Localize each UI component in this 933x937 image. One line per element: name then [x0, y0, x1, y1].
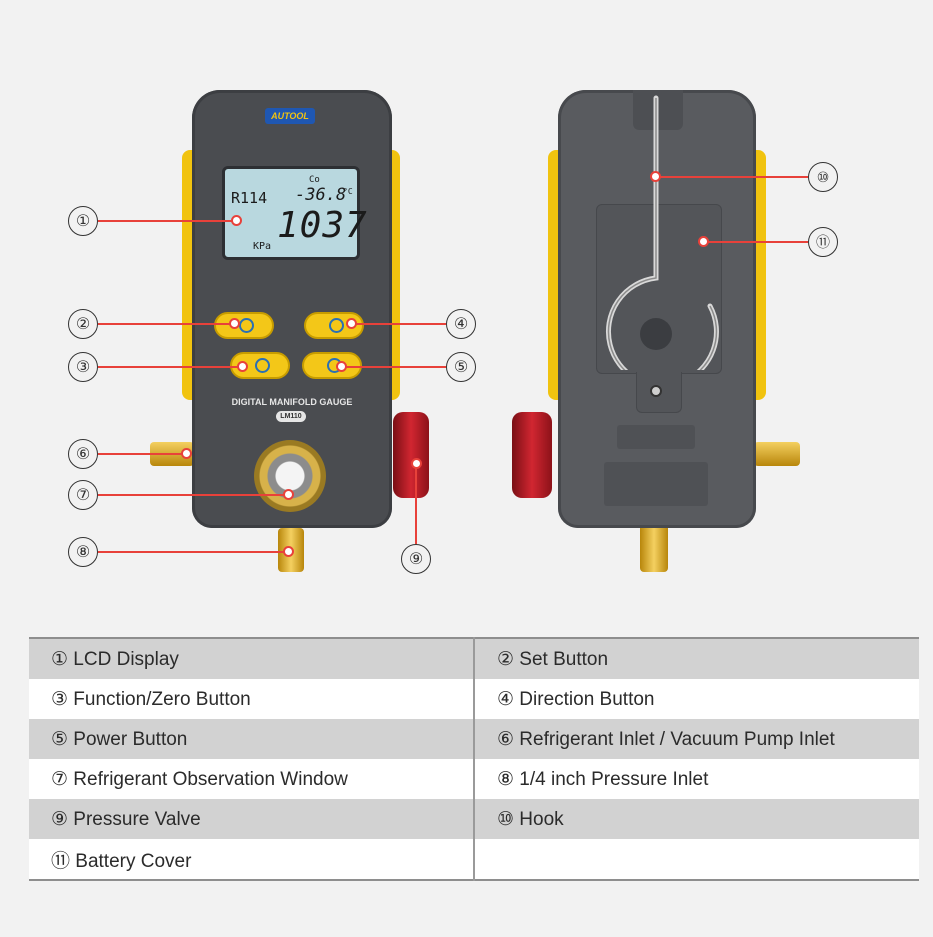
lcd-temp-label: Co — [309, 175, 320, 185]
set-icon — [239, 318, 254, 333]
legend-item: ⑩ Hook — [474, 799, 919, 839]
legend-table: ① LCD Display ② Set Button ③ Function/Ze… — [29, 637, 919, 881]
back-right-fitting — [754, 442, 800, 466]
legend-item: ④ Direction Button — [474, 679, 919, 719]
leader-8 — [98, 551, 288, 553]
callout-8: ⑧ — [68, 537, 98, 567]
leader-10 — [660, 176, 808, 178]
callout-5: ⑤ — [446, 352, 476, 382]
callout-7: ⑦ — [68, 480, 98, 510]
legend-row: ① LCD Display ② Set Button — [29, 638, 919, 679]
legend-item: ① LCD Display — [29, 638, 475, 679]
leader-dot-8 — [283, 546, 294, 557]
leader-4 — [352, 323, 446, 325]
lcd-pressure: 1037 — [277, 205, 368, 246]
leader-1 — [98, 220, 236, 222]
legend-item: ⑪ Battery Cover — [29, 839, 475, 880]
legend-item: ⑨ Pressure Valve — [29, 799, 475, 839]
leader-dot-4 — [346, 318, 357, 329]
battery-cover-screw — [650, 385, 662, 397]
legend-row: ⑪ Battery Cover — [29, 839, 919, 880]
legend-item — [474, 839, 919, 880]
lcd-display: R114 Co -36.8 °C 1037 KPa — [222, 166, 367, 260]
leader-dot-7 — [283, 489, 294, 500]
leader-dot-5 — [336, 361, 347, 372]
callout-9: ⑨ — [401, 544, 431, 574]
lcd-temp-unit: °C — [343, 187, 353, 196]
power-button[interactable] — [302, 352, 362, 379]
hook — [605, 95, 719, 370]
leader-dot-1 — [231, 215, 242, 226]
legend-row: ⑤ Power Button ⑥ Refrigerant Inlet / Vac… — [29, 719, 919, 759]
back-valve-knob[interactable] — [512, 412, 552, 498]
legend-item: ⑥ Refrigerant Inlet / Vacuum Pump Inlet — [474, 719, 919, 759]
set-button[interactable] — [214, 312, 274, 339]
legend-item: ⑧ 1/4 inch Pressure Inlet — [474, 759, 919, 799]
triangle-icon — [329, 318, 344, 333]
legend-item: ③ Function/Zero Button — [29, 679, 475, 719]
legend-row: ⑦ Refrigerant Observation Window ⑧ 1/4 i… — [29, 759, 919, 799]
back-label-slot-1 — [617, 425, 695, 449]
legend-item: ⑤ Power Button — [29, 719, 475, 759]
product-name: DIGITAL MANIFOLD GAUGE — [231, 397, 353, 407]
lcd-refrigerant: R114 — [231, 189, 268, 207]
front-valve-knob[interactable] — [393, 412, 429, 498]
legend-item: ② Set Button — [474, 638, 919, 679]
callout-6: ⑥ — [68, 439, 98, 469]
leader-dot-6 — [181, 448, 192, 459]
leader-11 — [708, 241, 808, 243]
callout-3: ③ — [68, 352, 98, 382]
leader-3 — [98, 366, 242, 368]
callout-11: ⑪ — [808, 227, 838, 257]
lcd-temperature: -36.8 — [295, 185, 347, 205]
leader-6 — [98, 453, 186, 455]
legend-item: ⑦ Refrigerant Observation Window — [29, 759, 475, 799]
callout-1: ① — [68, 206, 98, 236]
lcd-pressure-unit: KPa — [253, 241, 272, 252]
legend-row: ⑨ Pressure Valve ⑩ Hook — [29, 799, 919, 839]
zero-icon — [255, 358, 270, 373]
leader-dot-2 — [229, 318, 240, 329]
leader-9 — [415, 468, 417, 544]
leader-7 — [98, 494, 288, 496]
legend-row: ③ Function/Zero Button ④ Direction Butto… — [29, 679, 919, 719]
model-badge: LM110 — [276, 411, 306, 422]
direction-button[interactable] — [304, 312, 364, 339]
back-bottom-fitting — [640, 524, 668, 572]
callout-2: ② — [68, 309, 98, 339]
leader-2 — [98, 323, 234, 325]
callout-4: ④ — [446, 309, 476, 339]
callout-10: ⑩ — [808, 162, 838, 192]
back-label-slot-2 — [604, 462, 708, 506]
brand-badge: AUTOOL — [265, 108, 315, 124]
observation-window — [254, 440, 326, 512]
leader-dot-3 — [237, 361, 248, 372]
leader-5 — [342, 366, 446, 368]
